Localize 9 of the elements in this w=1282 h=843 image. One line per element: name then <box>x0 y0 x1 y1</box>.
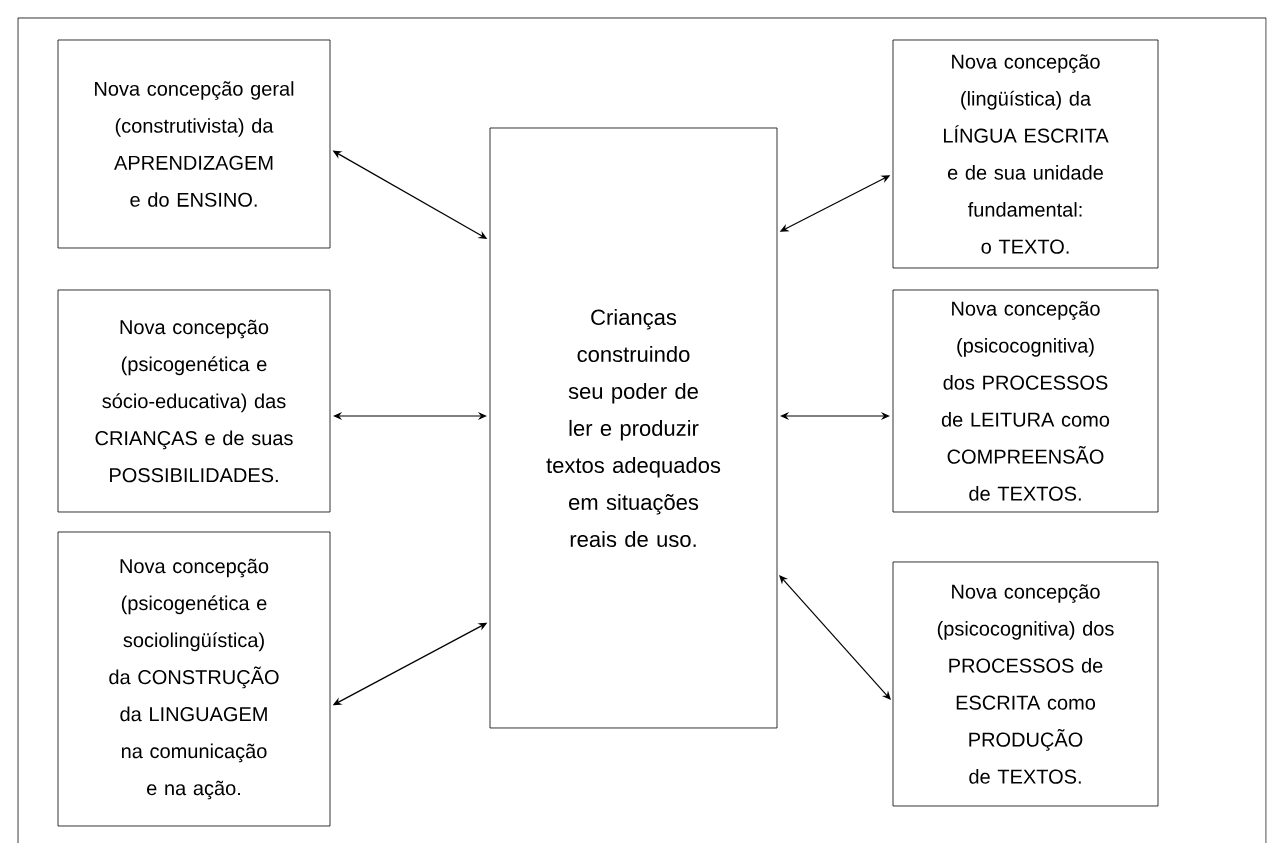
concept-box: Nova concepção (psicocognitiva) dos PROCESSOS de ESCRITA como PRODUÇÃO de TEXTOS. <box>892 561 1159 807</box>
double-arrow <box>333 411 487 421</box>
concept-box: Nova concepção (psicocognitiva) dos PROCESSOS de LEITURA como COMPREENSÃO de TEXTOS. <box>892 289 1159 513</box>
concept-box: Nova concepção (psicogenética e sócio-educativa) das CRIANÇAS e de suas POSSIBILIDADES. <box>57 289 331 513</box>
concept-box: Nova concepção (psicogenética e sociolingüística) da CONSTRUÇÃO da LINGUAGEM na comunicação e na ação. <box>57 531 331 827</box>
concept-box: Nova concepção (lingüística) da LÍNGUA ESCRITA e de sua unidade fundamental: o TEXTO. <box>892 39 1159 269</box>
double-arrow <box>780 411 890 421</box>
concept-box: Nova concepção geral (construtivista) da APRENDIZAGEM e do ENSINO. <box>57 39 331 249</box>
concept-box: Crianças construindo seu poder de ler e produzir textos adequados em situações reais de uso. <box>489 127 778 729</box>
